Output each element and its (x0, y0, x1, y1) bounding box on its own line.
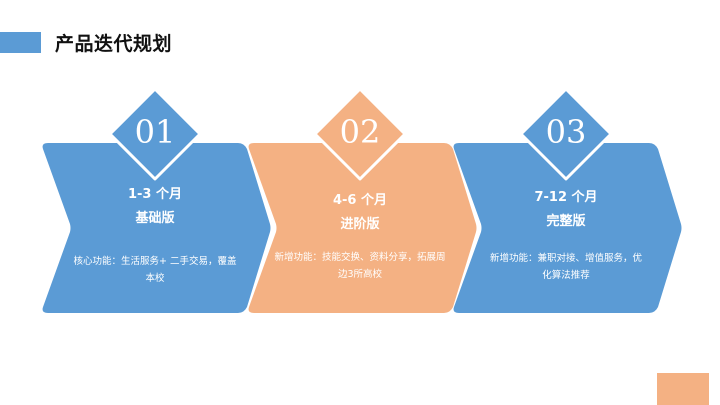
stage-name: 基础版 (135, 211, 175, 226)
stage-number-2: 02 (339, 113, 381, 151)
stage-description: 新增功能：兼职对接、增值服务，优化算法推荐 (490, 253, 643, 281)
stage-period: 1-3 个月 (127, 187, 182, 202)
stage-number-1: 01 (134, 113, 176, 151)
stage-period: 4-6 个月 (332, 193, 387, 208)
stage-number-3: 03 (545, 113, 587, 151)
corner-accent-block (657, 373, 709, 405)
stage-period: 7-12 个月 (534, 190, 598, 205)
chevron-stage-1 (42, 143, 271, 313)
title-accent-bar (0, 32, 41, 53)
chevron-stage-2 (248, 143, 477, 313)
stage-name: 完整版 (546, 214, 586, 229)
page-title: 产品迭代规划 (55, 33, 173, 55)
diamond-badge-1 (108, 87, 202, 181)
stage-name: 进阶版 (340, 217, 380, 232)
diamond-badge-2 (313, 87, 407, 181)
diamond-badge-3 (519, 87, 613, 181)
stage-description: 核心功能：生活服务+ 二手交易，覆盖本校 (73, 256, 237, 284)
stage-description: 新增功能：技能交换、资料分享，拓展周边3所高校 (274, 252, 446, 280)
chevron-stage-3 (453, 143, 682, 313)
